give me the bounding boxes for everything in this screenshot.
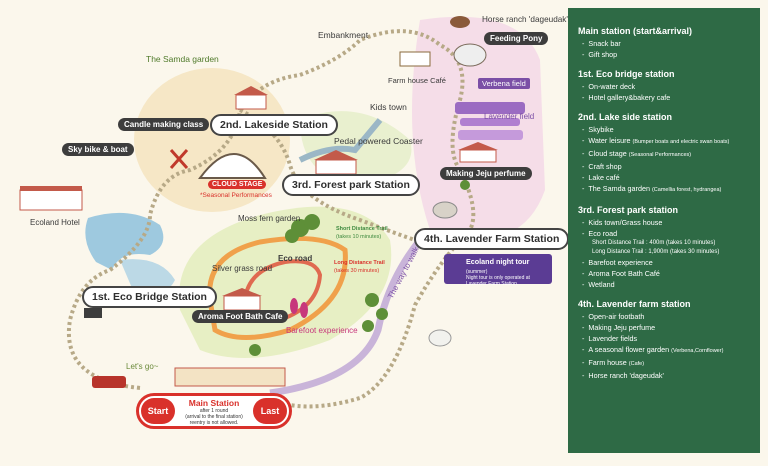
legend-item: -Gift shop bbox=[582, 50, 618, 59]
legend-lavender-farm: 4th. Lavender farm station -Open-air foo… bbox=[578, 299, 750, 381]
legend-item: -Craft shop bbox=[582, 162, 622, 171]
lakeside-zone bbox=[134, 68, 290, 212]
label-horse-ranch: Horse ranch 'dageudak' bbox=[482, 15, 568, 24]
night-tour-title: Ecoland night tour bbox=[466, 257, 530, 266]
label-long-trail-time: (takes 30 minutes) bbox=[334, 268, 380, 274]
eco-bridge bbox=[84, 308, 102, 318]
label-lets-go: Let's go~ bbox=[126, 362, 159, 371]
legend-title-eco-bridge: 1st. Eco bridge station bbox=[578, 69, 675, 79]
label-verbena-field: Verbena field bbox=[478, 78, 530, 89]
label-making-perfume: Making Jeju perfume bbox=[440, 167, 532, 180]
legend-lakeside: 2nd. Lake side station -Skybike -Water l… bbox=[578, 112, 750, 196]
legend-item: -The Samda garden (Camellia forest, hydr… bbox=[582, 184, 722, 193]
main-station-box: Start Last Main Station after 1 round (a… bbox=[136, 393, 292, 429]
legend-item: -Farm house (Cafe) bbox=[582, 358, 645, 367]
legend-item: -Kids town/Grass house bbox=[582, 218, 663, 227]
legend-item: -Aroma Foot Bath Café bbox=[582, 269, 660, 278]
legend-forest-park: 3rd. Forest park station -Kids town/Gras… bbox=[578, 205, 750, 290]
night-tour-season: (summer) bbox=[466, 269, 488, 275]
legend-item: -Skybike bbox=[582, 125, 614, 134]
label-aroma-cafe: Aroma Foot Bath Cafe bbox=[192, 310, 289, 323]
night-tour-heading: Ecoland night tour (summer) bbox=[466, 257, 548, 275]
legend-item: -Barefoot experience bbox=[582, 258, 653, 267]
label-eco-road: Eco road bbox=[278, 254, 313, 263]
legend-item: -Wetland bbox=[582, 280, 615, 289]
barefoot-icon bbox=[290, 298, 308, 318]
label-embankment: Embankment bbox=[318, 30, 369, 40]
lake bbox=[85, 212, 164, 270]
label-samda-garden: The Samda garden bbox=[146, 54, 219, 64]
legend-item: -Eco road bbox=[582, 229, 618, 238]
label-lavender-field: Lavender field bbox=[484, 112, 535, 121]
label-sky-bike: Sky bike & boat bbox=[62, 143, 134, 156]
buildings bbox=[19, 43, 498, 387]
night-tour-note1: Night tour is only operated at bbox=[466, 275, 530, 281]
station-lavender-farm[interactable]: 4th. Lavender Farm Station bbox=[414, 228, 570, 250]
night-tour-note2: Lavender Farm Station. bbox=[466, 281, 519, 287]
legend-title-forest: 3rd. Forest park station bbox=[578, 205, 679, 215]
night-tour-box: Ecoland night tour (summer) Night tour i… bbox=[444, 254, 552, 287]
last-button[interactable]: Last bbox=[253, 398, 287, 424]
railway-branch bbox=[239, 108, 416, 242]
legend-item: -Lavender fields bbox=[582, 334, 638, 343]
walking-path bbox=[269, 237, 423, 397]
main-station-line2: (arrival to the final station) bbox=[185, 414, 243, 420]
label-short-trail: Short Distance Trail bbox=[336, 226, 388, 232]
legend-eco-bridge: 1st. Eco bridge station -On-water deck -… bbox=[578, 69, 750, 103]
main-station-title: Main Station bbox=[188, 398, 240, 408]
label-silver-grass: Silver grass road bbox=[212, 264, 273, 273]
cloud-stage-dome bbox=[198, 153, 267, 179]
label-pedal-coaster: Pedal powered Coaster bbox=[334, 136, 423, 146]
label-barefoot: Barefoot experience bbox=[286, 326, 358, 335]
station-lakeside[interactable]: 2nd. Lakeside Station bbox=[210, 114, 338, 136]
legend-item: -A seasonal flower garden (Verbena,Cornf… bbox=[582, 345, 724, 354]
label-farm-house-cafe: Farm house Café bbox=[388, 76, 446, 85]
legend-item: -Lake café bbox=[582, 173, 620, 182]
label-feeding-pony: Feeding Pony bbox=[484, 32, 549, 45]
station-eco-bridge[interactable]: 1st. Eco Bridge Station bbox=[82, 286, 217, 308]
legend-item: -Making Jeju perfume bbox=[582, 323, 656, 332]
windmill bbox=[169, 149, 189, 169]
legend-item: -Water leisure (Bumper boats and electri… bbox=[582, 136, 730, 145]
main-station-line3: reentry is not allowed. bbox=[189, 420, 239, 426]
station-forest-park[interactable]: 3rd. Forest park Station bbox=[282, 174, 420, 196]
train bbox=[92, 376, 126, 388]
legend-title-lakeside: 2nd. Lake side station bbox=[578, 112, 673, 122]
lavender-zone bbox=[412, 16, 545, 240]
label-long-trail: Long Distance Trail bbox=[334, 260, 385, 266]
legend-title-main: Main station (start&arrival) bbox=[578, 26, 693, 36]
legend-item: -Open-air footbath bbox=[582, 312, 645, 321]
label-kids-town: Kids town bbox=[370, 102, 407, 112]
legend-item: -Snack bar bbox=[582, 39, 621, 48]
goat-icon bbox=[428, 329, 452, 347]
label-ecoland-hotel: Ecoland Hotel bbox=[30, 218, 80, 227]
legend-item: -Horse ranch 'dageudak' bbox=[582, 371, 664, 380]
main-station-line1: after 1 round bbox=[199, 408, 229, 414]
start-button[interactable]: Start bbox=[141, 398, 175, 424]
eco-road-long bbox=[207, 235, 348, 340]
legend-item: -Cloud stage (Seasonal Performances) bbox=[582, 149, 692, 158]
pedal-coaster-track bbox=[298, 118, 383, 163]
park-map: Horse ranch 'dageudak' Feeding Pony Emba… bbox=[19, 15, 570, 429]
label-cloud-stage: CLOUD STAGE bbox=[208, 180, 267, 189]
legend-panel: Main station (start&arrival) -Snack bar … bbox=[568, 8, 760, 453]
legend-item: -Hotel gallery&bakery cafe bbox=[582, 93, 671, 102]
legend-item: -On-water deck bbox=[582, 82, 636, 91]
legend-main-station: Main station (start&arrival) -Snack bar … bbox=[578, 26, 750, 60]
legend-subitem: Short Distance Trail : 400m (takes 10 mi… bbox=[592, 240, 716, 246]
legend-subitem: Long Distance Trail : 1,900m (takes 30 m… bbox=[592, 249, 720, 255]
label-short-trail-time: (takes 10 minutes) bbox=[336, 234, 382, 240]
lavender-flowers bbox=[455, 102, 525, 140]
legend-title-lavender: 4th. Lavender farm station bbox=[578, 299, 691, 309]
label-candle-class: Candle making class bbox=[118, 118, 210, 131]
label-moss-fern: Moss fern garden bbox=[238, 214, 301, 223]
horse-icon bbox=[450, 16, 470, 28]
railway bbox=[66, 29, 476, 409]
label-seasonal-performances: *Seasonal Performances bbox=[200, 192, 272, 199]
